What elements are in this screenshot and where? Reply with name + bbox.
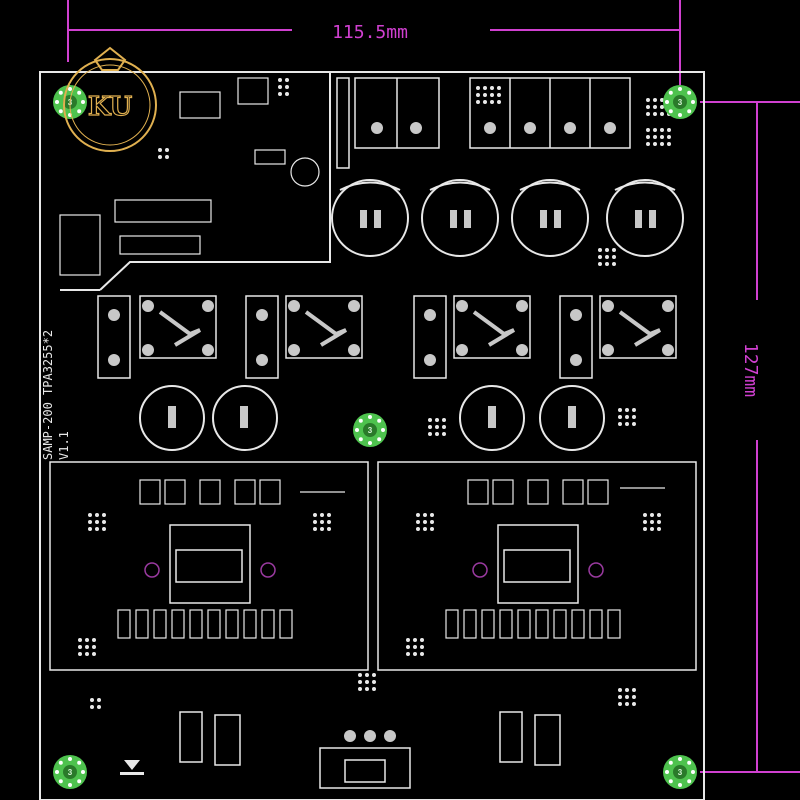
amp-ic-right <box>497 524 579 604</box>
mounting-hole: 3 <box>663 755 697 789</box>
amp-channel-right <box>377 461 697 671</box>
mounting-hole: 3 <box>663 85 697 119</box>
inductor-pads <box>142 300 674 356</box>
inductor-traces <box>158 310 662 347</box>
height-dimension-label: 127mm <box>740 343 761 397</box>
amp-channel-left <box>49 461 369 671</box>
board-version-text: V1.1 <box>57 431 71 460</box>
led-symbol <box>120 760 144 775</box>
mounting-hole: 3 <box>53 755 87 789</box>
smd-components-left <box>117 479 345 639</box>
mounting-hole-label: 3 <box>678 98 683 107</box>
width-dimension-label: 115.5mm <box>332 22 408 43</box>
submodule-components <box>59 77 320 276</box>
amp-ic-left <box>169 524 251 604</box>
film-capacitors <box>97 295 593 379</box>
watermark-text: KU <box>88 92 133 122</box>
output-connectors <box>336 77 631 169</box>
bottom-connectors <box>179 711 561 789</box>
dimension-height: 127mm <box>700 101 800 773</box>
mounting-hole: 3 <box>353 413 387 447</box>
medium-capacitor-pads <box>168 406 576 428</box>
mounting-hole-label: 3 <box>678 768 683 777</box>
board-outline <box>39 71 705 800</box>
ic-vias <box>144 562 604 578</box>
inductors <box>139 295 677 359</box>
via-grids <box>78 78 671 709</box>
submodule-outline <box>99 71 331 291</box>
bottom-connector-pads <box>344 730 396 742</box>
large-capacitor-pads <box>360 210 656 228</box>
medium-capacitors <box>139 385 605 451</box>
connector-pads <box>371 122 616 134</box>
smd-components-right <box>445 479 665 639</box>
board-name-text: SAMP-200 TPA3255*2 <box>41 330 55 460</box>
dimension-width: 115.5mm <box>67 0 681 105</box>
mounting-hole-label: 3 <box>68 768 73 777</box>
film-capacitor-pads <box>108 309 582 366</box>
mounting-hole-label: 3 <box>368 426 373 435</box>
large-capacitors <box>331 179 684 257</box>
watermark-logo: KU <box>63 46 157 152</box>
